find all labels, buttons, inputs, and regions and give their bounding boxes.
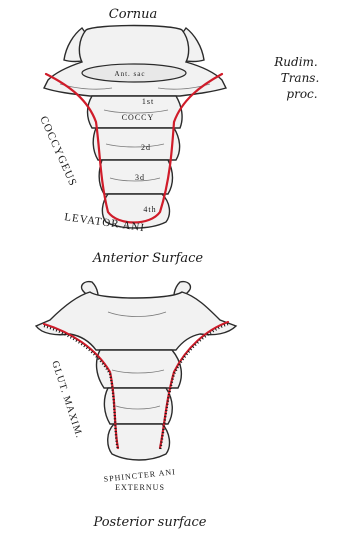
label-rudim-1: Rudim. [273, 55, 317, 69]
label-segment-4: 4th [143, 205, 156, 214]
label-coccy: COCCY [122, 113, 155, 122]
label-segment-1: 1st [142, 97, 154, 106]
caption-anterior: Anterior Surface [92, 251, 204, 266]
label-glut-maxim: GLUT. MAXIM. [49, 360, 84, 440]
label-rudim-2: Trans. [281, 71, 320, 85]
label-segment-2: 2d [141, 143, 151, 152]
label-segment-3: 3d [135, 173, 145, 182]
posterior-view: GLUT. MAXIM. SPHINCTER ANI EXTERNUS Post… [36, 282, 236, 530]
label-externus: EXTERNUS [115, 483, 165, 492]
label-coccygeus: COCCYGEUS [37, 114, 79, 188]
label-rudim-3: proc. [286, 87, 317, 101]
anterior-segment-1 [88, 96, 183, 128]
label-ant-sac: Ant. sac [115, 70, 146, 78]
label-cornua: Cornua [109, 7, 157, 22]
posterior-base-segment [36, 292, 236, 350]
label-sphincter-ani: SPHINCTER ANI [103, 467, 176, 484]
caption-posterior: Posterior surface [93, 515, 207, 530]
anterior-view: Cornua Rudim. Trans. proc. Ant. sac 1st … [37, 7, 319, 266]
